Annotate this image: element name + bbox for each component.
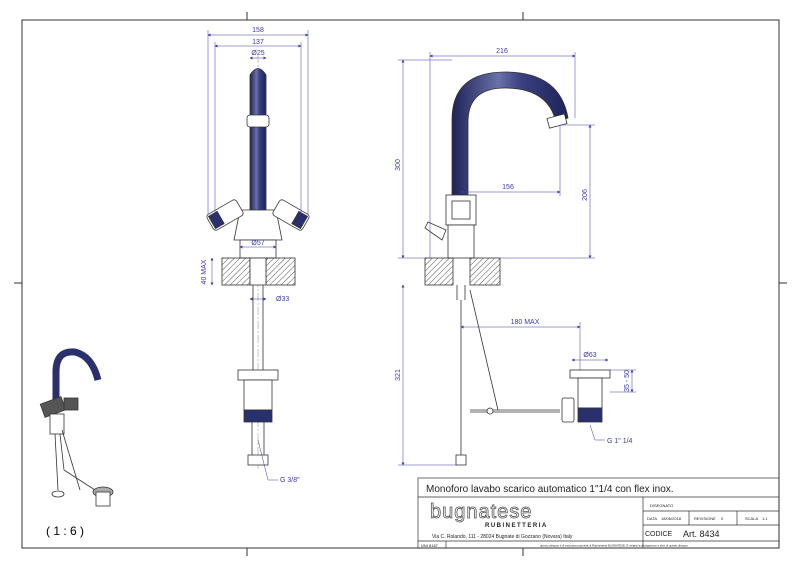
dim-spout-height: 206 bbox=[582, 189, 589, 201]
frame-ticks bbox=[14, 12, 787, 556]
drain-thread: G 1" 1/4 bbox=[607, 438, 633, 445]
side-view bbox=[424, 71, 611, 466]
dim-height: 300 bbox=[395, 159, 402, 171]
scala-label: SCALA bbox=[745, 516, 758, 521]
dim-drain-range: 35 - 50 bbox=[624, 370, 631, 392]
dim-body-dia: Ø57 bbox=[251, 240, 264, 247]
dim-hole-dia: Ø33 bbox=[276, 296, 289, 303]
disegnato-label: DISEGNATO bbox=[650, 503, 673, 508]
address: Via C. Rolando, 111 - 28024 Bugnate di G… bbox=[432, 534, 573, 540]
revisione-value: 0 bbox=[721, 516, 724, 521]
title-block bbox=[417, 477, 780, 549]
scala-value: 1:1 bbox=[762, 516, 768, 521]
dim-handle-width: 137 bbox=[252, 39, 264, 46]
codice-value: Art. 8434 bbox=[683, 529, 720, 539]
brand-logo: bugnatese bbox=[430, 501, 532, 523]
data-label: DATA bbox=[647, 516, 657, 521]
title: Monoforo lavabo scarico automatico 1"1/4… bbox=[426, 484, 674, 495]
dim-drain-dia: Ø63 bbox=[583, 352, 596, 359]
dim-spout-dia: Ø25 bbox=[251, 50, 264, 57]
brand-sub: RUBINETTERIA bbox=[485, 523, 548, 529]
dim-below: 321 bbox=[395, 369, 402, 381]
revisione-label: REVISIONE bbox=[694, 516, 716, 521]
data-value: 18/06/2018 bbox=[661, 516, 682, 521]
isometric-view bbox=[39, 348, 114, 507]
drawing-frame bbox=[21, 19, 780, 549]
standard: UNI 8187 bbox=[421, 543, 439, 548]
front-dimensions bbox=[207, 30, 309, 481]
notice: questo disegno è di esclusiva proprietà … bbox=[540, 543, 688, 548]
thread-label: G 3/8" bbox=[280, 477, 300, 484]
dim-rod: 180 MAX bbox=[511, 319, 540, 326]
dim-reach: 216 bbox=[496, 48, 508, 55]
front-view bbox=[206, 55, 310, 470]
side-dimensions bbox=[398, 52, 636, 466]
dim-spout-reach: 156 bbox=[502, 184, 514, 191]
dim-deck-thickness: 40 MAX bbox=[201, 259, 208, 284]
scale-label: ( 1 : 6 ) bbox=[46, 524, 84, 538]
dim-overall-width: 158 bbox=[252, 27, 264, 34]
codice-label: CODICE bbox=[645, 531, 673, 538]
